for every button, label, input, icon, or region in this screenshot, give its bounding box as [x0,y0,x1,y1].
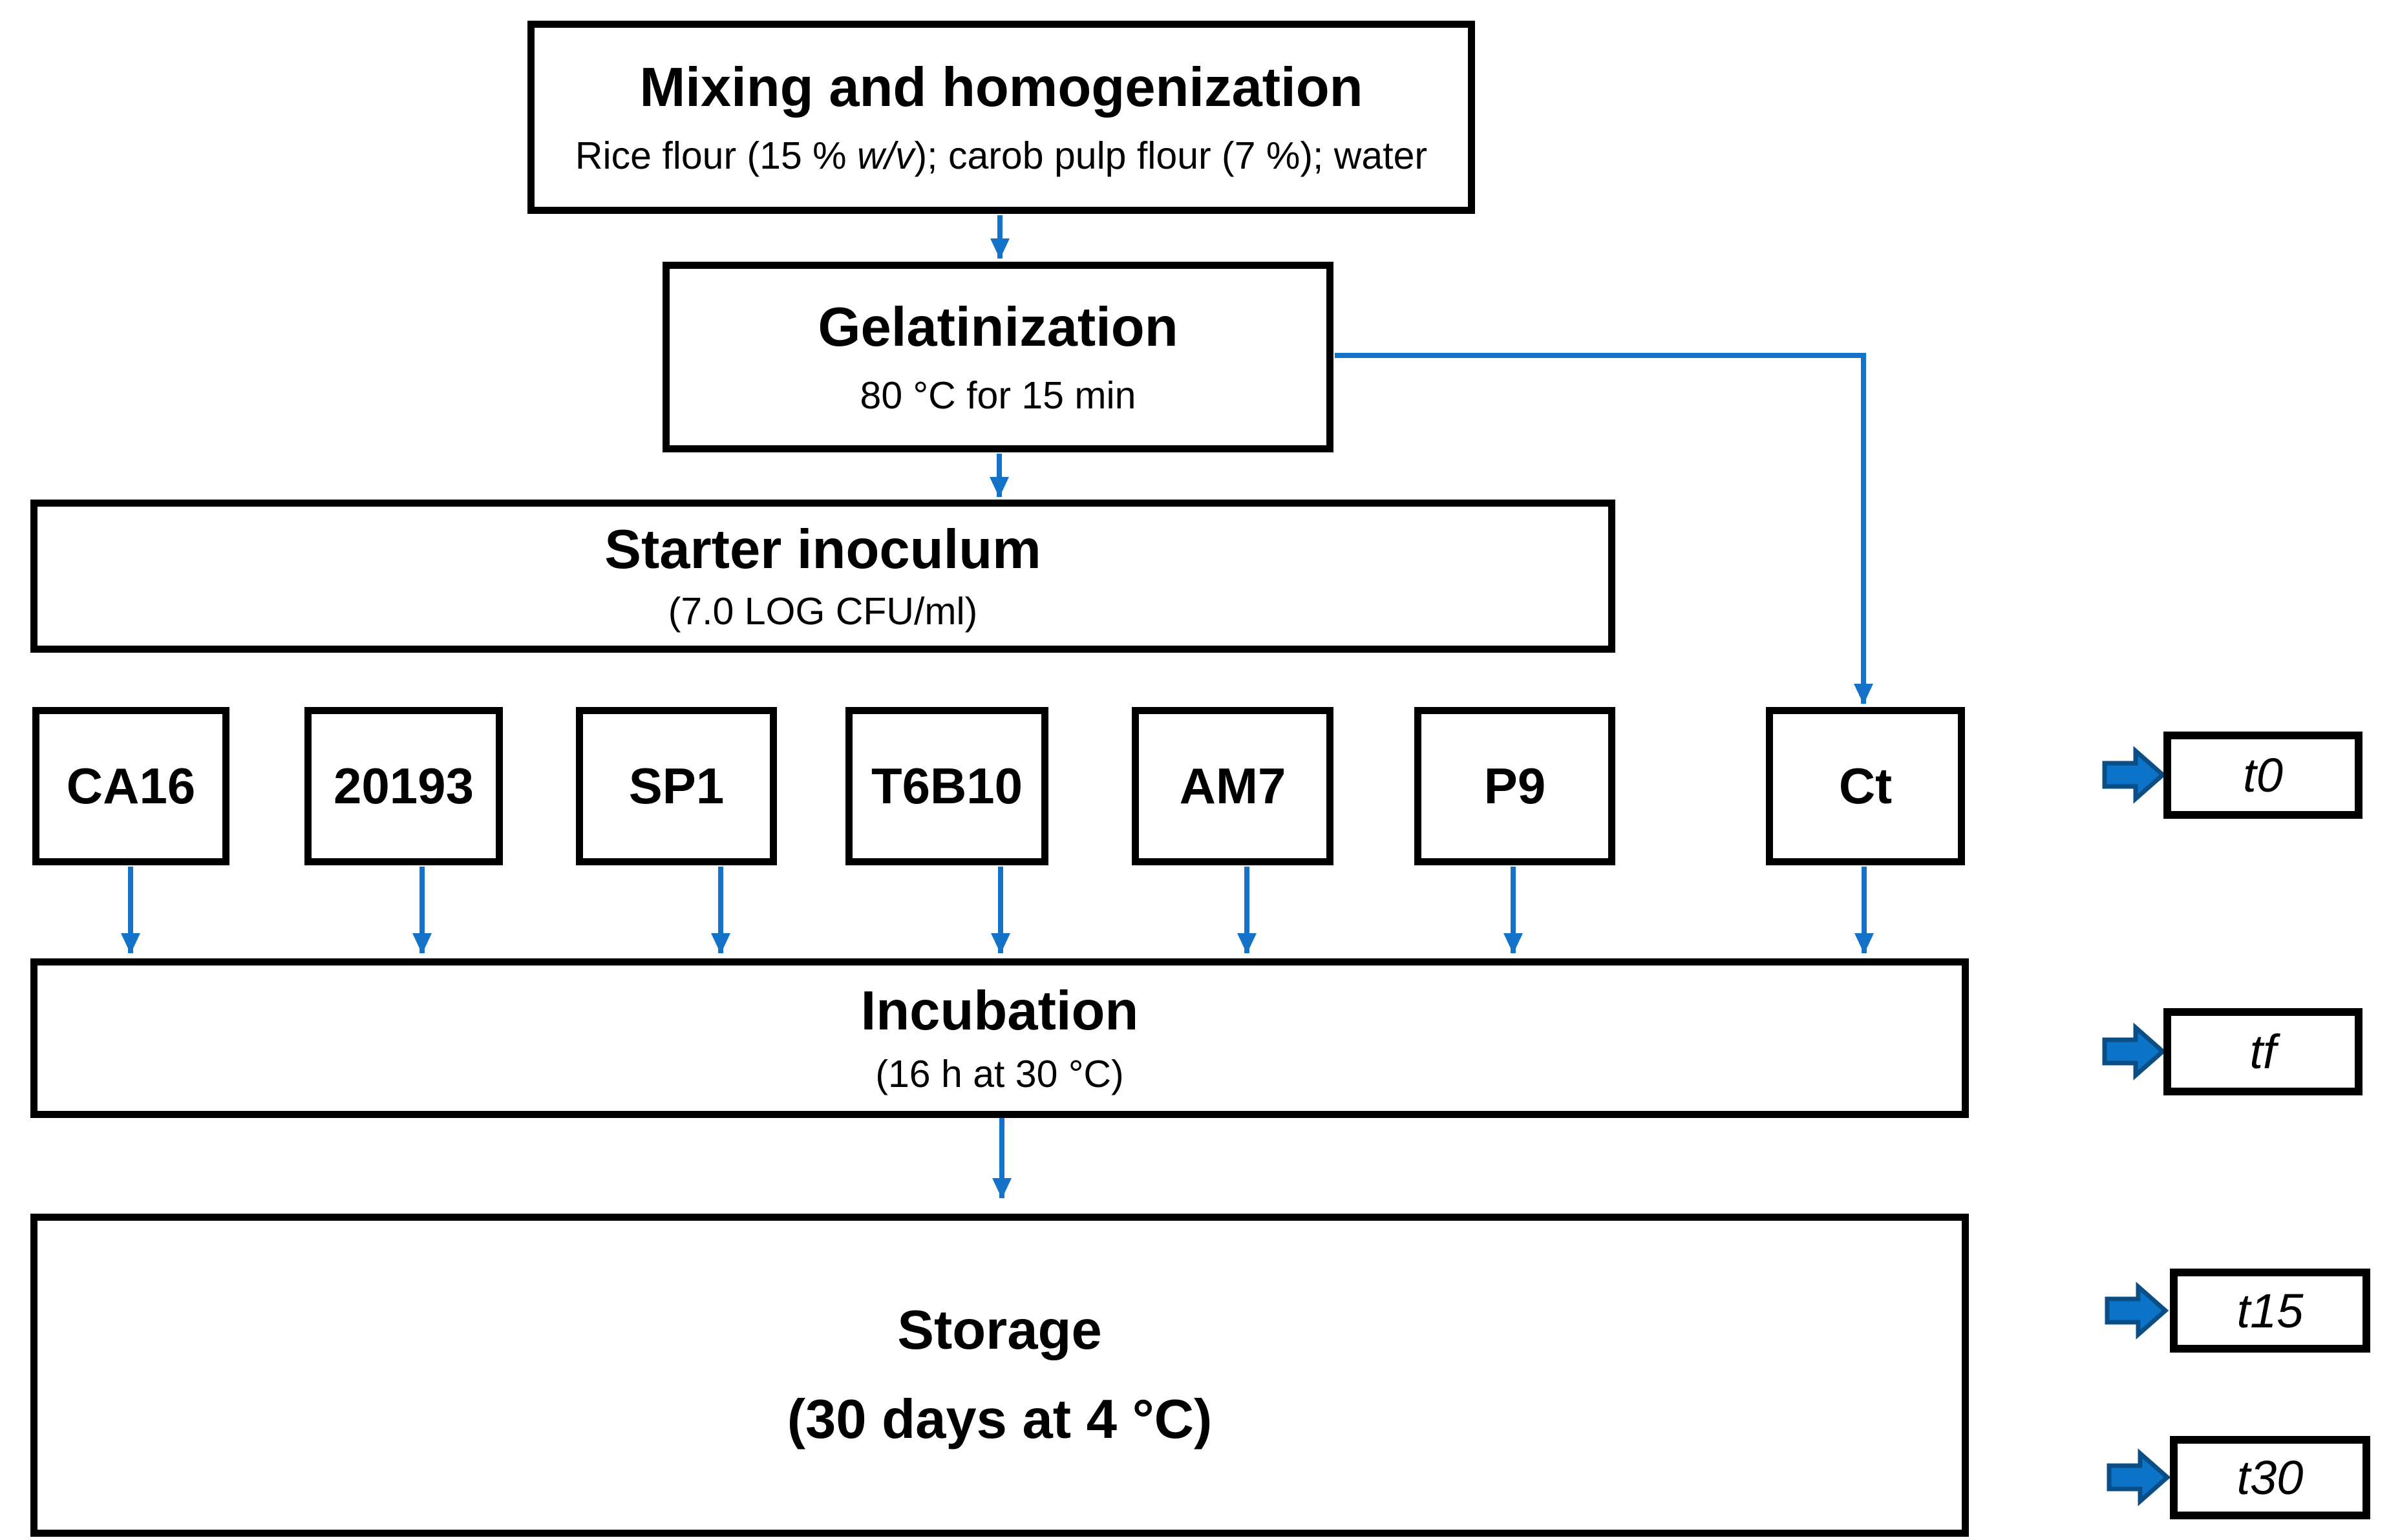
timepoint-label: t30 [2236,1451,2304,1504]
strain-label: AM7 [1179,757,1286,814]
gelatinization-title: Gelatinization [818,296,1178,358]
strain-box-p9: P9 [1414,707,1615,865]
strain-label: 20193 [334,757,474,814]
storage-box: Storage (30 days at 4 °C) [30,1214,1969,1537]
mixing-subtitle: Rice flour (15 % w/v); carob pulp flour … [575,134,1428,178]
strain-box-t6b10: T6B10 [845,707,1048,865]
timepoint-label: t0 [2243,748,2283,802]
block-arrow-t30-icon [2109,1453,2167,1501]
timepoint-label: tf [2249,1025,2277,1079]
strain-label: T6B10 [871,757,1023,814]
storage-title: Storage [897,1300,1102,1362]
timepoint-box-t15: t15 [2170,1269,2370,1353]
strain-label: Ct [1838,757,1893,814]
strain-label: P9 [1483,757,1546,814]
strain-box-ca16: CA16 [32,707,229,865]
strain-box-sp1: SP1 [576,707,777,865]
mixing-title: Mixing and homogenization [639,56,1363,118]
strain-box-ct: Ct [1766,707,1965,865]
incubation-box: Incubation (16 h at 30 °C) [30,958,1969,1118]
strain-label: SP1 [628,757,725,814]
strain-box-20193: 20193 [304,707,503,865]
storage-subtitle: (30 days at 4 °C) [787,1389,1213,1450]
incubation-title: Incubation [860,980,1139,1042]
timepoint-box-tf: tf [2163,1008,2362,1095]
block-arrow-tf-icon [2105,1028,2163,1075]
gelatinization-box: Gelatinization 80 °C for 15 min [663,262,1333,452]
starter-title: Starter inoculum [604,518,1041,580]
block-arrow-t0-icon [2105,751,2163,799]
starter-inoculum-box: Starter inoculum (7.0 LOG CFU/ml) [30,500,1615,653]
strain-label: CA16 [66,757,196,814]
gelatinization-subtitle: 80 °C for 15 min [860,374,1136,417]
timepoint-box-t30: t30 [2170,1436,2370,1519]
timepoint-label: t15 [2236,1283,2304,1338]
block-arrow-t15-icon [2107,1287,2165,1334]
starter-subtitle: (7.0 LOG CFU/ml) [668,590,978,633]
strain-box-am7: AM7 [1132,707,1333,865]
timepoint-box-t0: t0 [2163,732,2362,819]
mixing-box: Mixing and homogenization Rice flour (15… [527,21,1475,214]
incubation-subtitle: (16 h at 30 °C) [875,1053,1124,1096]
